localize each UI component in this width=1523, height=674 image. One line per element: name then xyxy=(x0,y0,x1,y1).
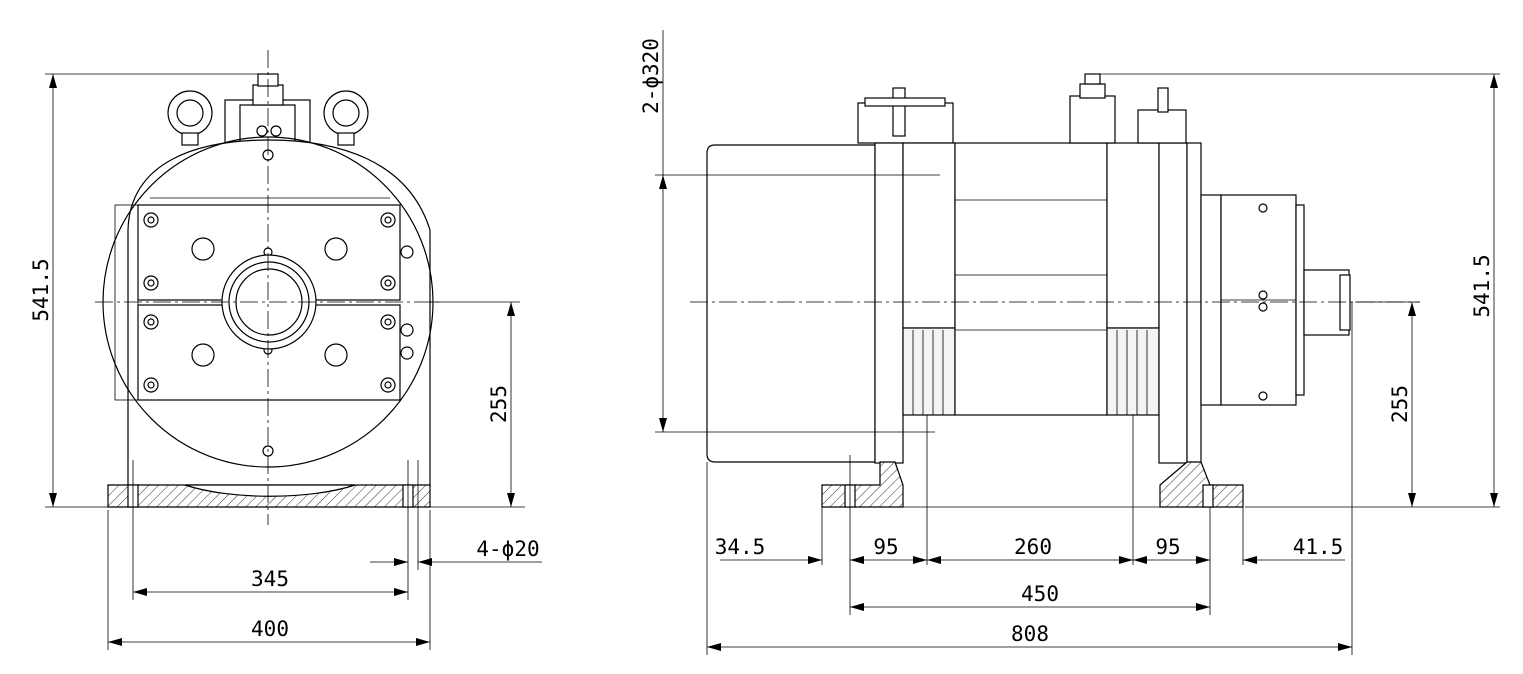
motor-end-cover xyxy=(706,144,876,463)
brake-right-side xyxy=(1069,73,1187,144)
side-center-height-label: 255 xyxy=(1388,385,1412,423)
main-frame-right xyxy=(1158,142,1188,464)
front-hole-label: 4-ϕ20 xyxy=(476,537,539,561)
side-flange-left-label: 95 xyxy=(873,535,898,559)
side-height-label: 541.5 xyxy=(1470,254,1494,317)
side-base-span-label: 450 xyxy=(1021,582,1059,606)
front-height-label: 541.5 xyxy=(29,258,53,321)
front-dimensions xyxy=(45,73,542,650)
front-center-height-label: 255 xyxy=(487,385,511,423)
main-frame-left xyxy=(874,142,904,464)
lifting-eye-left xyxy=(167,90,213,146)
side-sheave-label: 2-ϕ320 xyxy=(639,38,663,114)
front-view xyxy=(95,50,440,525)
side-right-offset-label: 41.5 xyxy=(1293,535,1344,559)
drum-body xyxy=(954,142,1108,416)
side-left-offset-label: 34.5 xyxy=(715,535,766,559)
encoder-box xyxy=(1200,194,1351,406)
brake-top-front xyxy=(224,73,311,146)
front-width-label: 400 xyxy=(251,617,289,641)
side-flange-right-label: 95 xyxy=(1155,535,1180,559)
side-view xyxy=(690,73,1420,508)
side-dimensions xyxy=(655,30,1500,655)
side-base-left xyxy=(821,461,904,508)
side-overall-length-label: 808 xyxy=(1011,622,1049,646)
sheave-flange-right xyxy=(1106,142,1160,329)
lifting-eye-right xyxy=(323,90,369,146)
plate-bolts xyxy=(143,149,414,457)
front-hole-spacing-label: 345 xyxy=(251,567,289,591)
sheave-flange-left xyxy=(902,142,956,329)
side-base-right xyxy=(1159,461,1244,508)
brake-left-side xyxy=(857,87,954,144)
side-sheave-span-label: 260 xyxy=(1014,535,1052,559)
sheave-grooves xyxy=(912,330,1148,415)
